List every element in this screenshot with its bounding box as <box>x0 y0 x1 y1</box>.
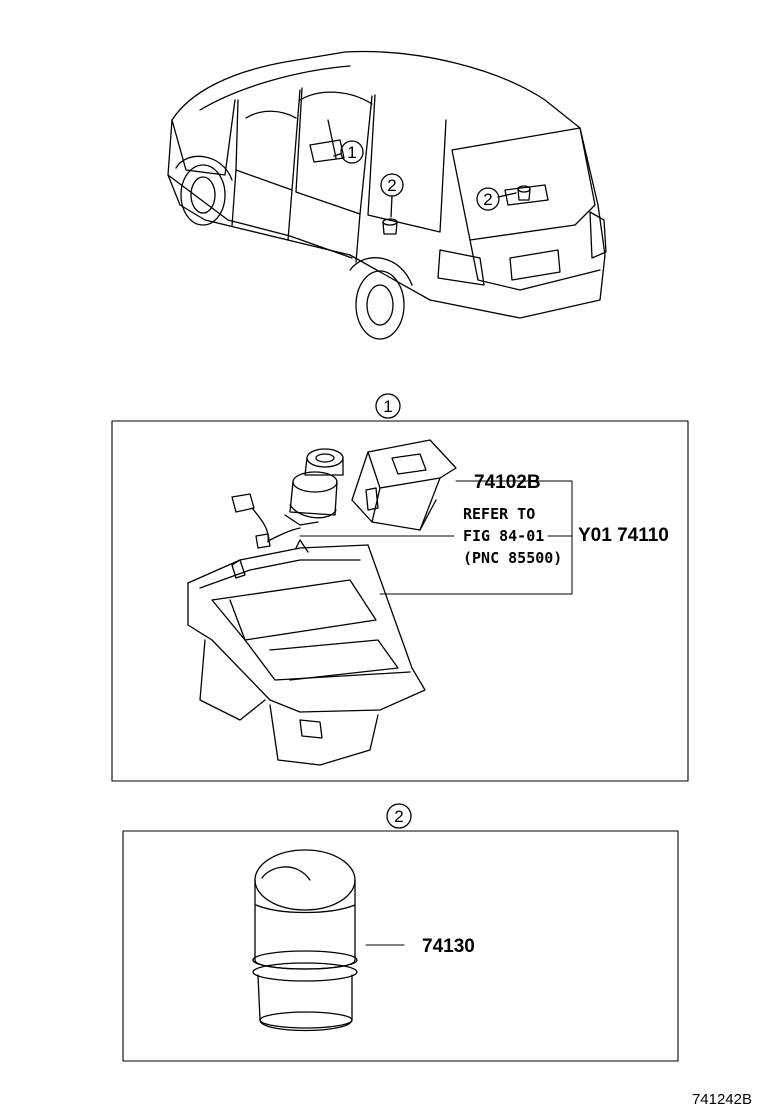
section-2-marker: 2 <box>394 807 403 826</box>
figure-code: 741242B <box>692 1091 752 1108</box>
callout-1-label: 1 <box>347 143 356 162</box>
callout-2-circle-rear <box>476 187 500 211</box>
callout-2-label-rear: 2 <box>483 190 492 209</box>
section-2-marker-circle <box>386 803 412 829</box>
section-1-marker-circle <box>375 393 401 419</box>
console-box-illustration <box>187 539 426 766</box>
section-1-frame <box>111 420 689 782</box>
cup-ashtray-illustration <box>252 849 405 1032</box>
callout-2-label: 2 <box>387 176 396 195</box>
section-1-marker: 1 <box>383 397 392 416</box>
note-line-3: (PNC 85500) <box>463 549 562 567</box>
ashtray-insert-illustration <box>351 439 457 531</box>
section-2-frame <box>122 830 679 1062</box>
note-line-1: REFER TO <box>463 505 535 523</box>
lighter-socket-illustration <box>231 448 344 549</box>
vehicle-illustration <box>167 50 607 340</box>
part-number-74130: 74130 <box>422 936 475 957</box>
callout-1-circle <box>340 140 364 164</box>
part-number-74102b: 74102B <box>474 472 541 493</box>
note-line-2: FIG 84-01 <box>463 527 544 545</box>
callout-2-circle <box>380 173 404 197</box>
part-number-74110: Y01 74110 <box>578 525 669 546</box>
